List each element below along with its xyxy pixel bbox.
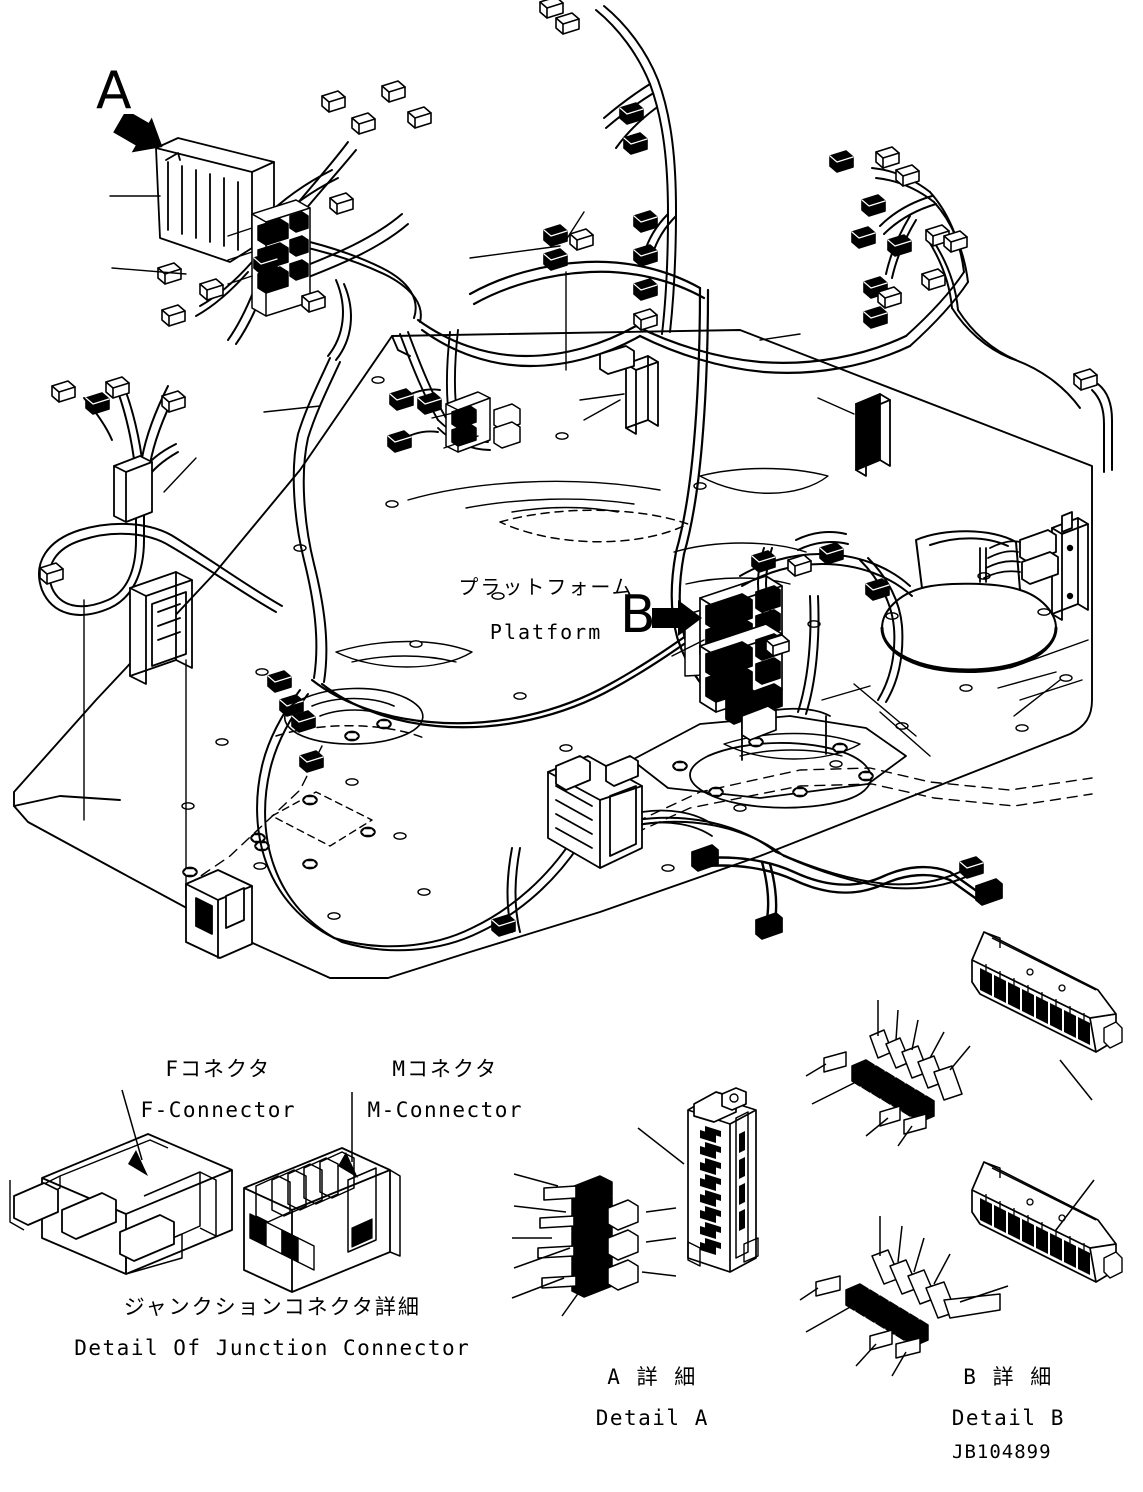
junction-block-a	[227, 199, 311, 317]
right-bracket-panel	[979, 511, 1089, 621]
platform-deck-outline	[13, 329, 1093, 979]
detail-b-connector-upper	[971, 931, 1123, 1053]
f-connector-leader	[121, 1089, 143, 1161]
detail-a-caption-en: Detail A	[595, 1406, 709, 1431]
main-trunk-harness	[310, 260, 912, 729]
f-connector-label-jp: Fコネクタ	[165, 1056, 272, 1081]
detail-b-lower-housing-leader	[1055, 1179, 1095, 1231]
detail-a-housing-leader	[637, 1127, 685, 1165]
junction-caption-en: Detail Of Junction Connector	[74, 1336, 471, 1361]
top-center-cable	[595, 5, 677, 335]
detail-b-caption-en: Detail B	[951, 1406, 1065, 1431]
platform-label-en: Platform	[489, 620, 603, 645]
leader-lines-center	[579, 393, 625, 421]
lower-left-mount-plate	[250, 791, 376, 870]
platform-label-jp: プラットフォーム	[458, 575, 634, 600]
detail-b-lower-terminals	[815, 1249, 1001, 1359]
detail-a-connector-housing	[687, 1087, 759, 1273]
center-bottom-unit	[547, 755, 713, 869]
detail-b-upper-housing-leader	[1059, 1059, 1093, 1101]
inline-sleeve-left	[113, 455, 153, 523]
drawing-number: JB104899	[952, 1441, 1052, 1463]
leader-lines-a	[109, 195, 561, 413]
detail-b-lower-leader-lines	[799, 1216, 1009, 1377]
f-connector-label-en: F-Connector	[140, 1098, 297, 1123]
detail-b-connector-lower	[971, 1161, 1123, 1283]
right-upper-tail	[1091, 383, 1113, 473]
leader-lines-left-lower	[83, 457, 197, 899]
junction-connector-caption: ジャンクションコネクタ詳細 Detail Of Junction Connect…	[34, 1278, 471, 1379]
f-connector-body	[9, 1133, 233, 1275]
m-connector-label-en: M-Connector	[367, 1098, 524, 1123]
f-connector-label: Fコネクタ F-Connector	[100, 1040, 296, 1141]
callout-letter-a: A	[96, 61, 133, 121]
detail-a-loose-terminals	[607, 1199, 639, 1291]
junction-caption-jp: ジャンクションコネクタ詳細	[123, 1294, 421, 1319]
leader-lines-b	[671, 639, 931, 757]
m-connector-body	[243, 1147, 401, 1293]
detail-b-caption-jp: B 詳 細	[963, 1364, 1054, 1389]
lower-separate-cable-ends	[691, 844, 1003, 940]
callout-letter-b: B	[620, 585, 657, 645]
leader-lines-right	[997, 639, 1089, 717]
detail-b-upper-terminals	[823, 1029, 963, 1135]
misc-leader-lines	[431, 333, 855, 449]
ecu-connector-left	[129, 571, 193, 685]
callout-arrow-a	[113, 114, 163, 153]
relay-box-right	[855, 393, 891, 477]
detail-a-caption: A 詳 細 Detail A	[555, 1348, 709, 1449]
harness-clamp-center	[599, 345, 659, 435]
left-deck-bracket	[182, 866, 253, 959]
m-connector-label-jp: Mコネクタ	[392, 1056, 499, 1081]
callout-arrow-b	[652, 600, 702, 636]
bottom-left-plate	[283, 687, 424, 745]
m-connector-label: Mコネクタ M-Connector	[327, 1040, 523, 1141]
detail-a-leader-lines	[511, 1173, 677, 1317]
detail-b-upper-leader-lines	[805, 1000, 971, 1147]
detail-b-caption: B 詳 細 Detail B	[911, 1348, 1065, 1449]
deck-cluster-left-block	[445, 391, 521, 453]
leader-lines-top-center	[565, 211, 585, 371]
detail-a-caption-jp: A 詳 細	[607, 1364, 698, 1389]
platform-label: プラットフォーム Platform	[402, 554, 634, 666]
center-mount-plate	[275, 509, 689, 739]
